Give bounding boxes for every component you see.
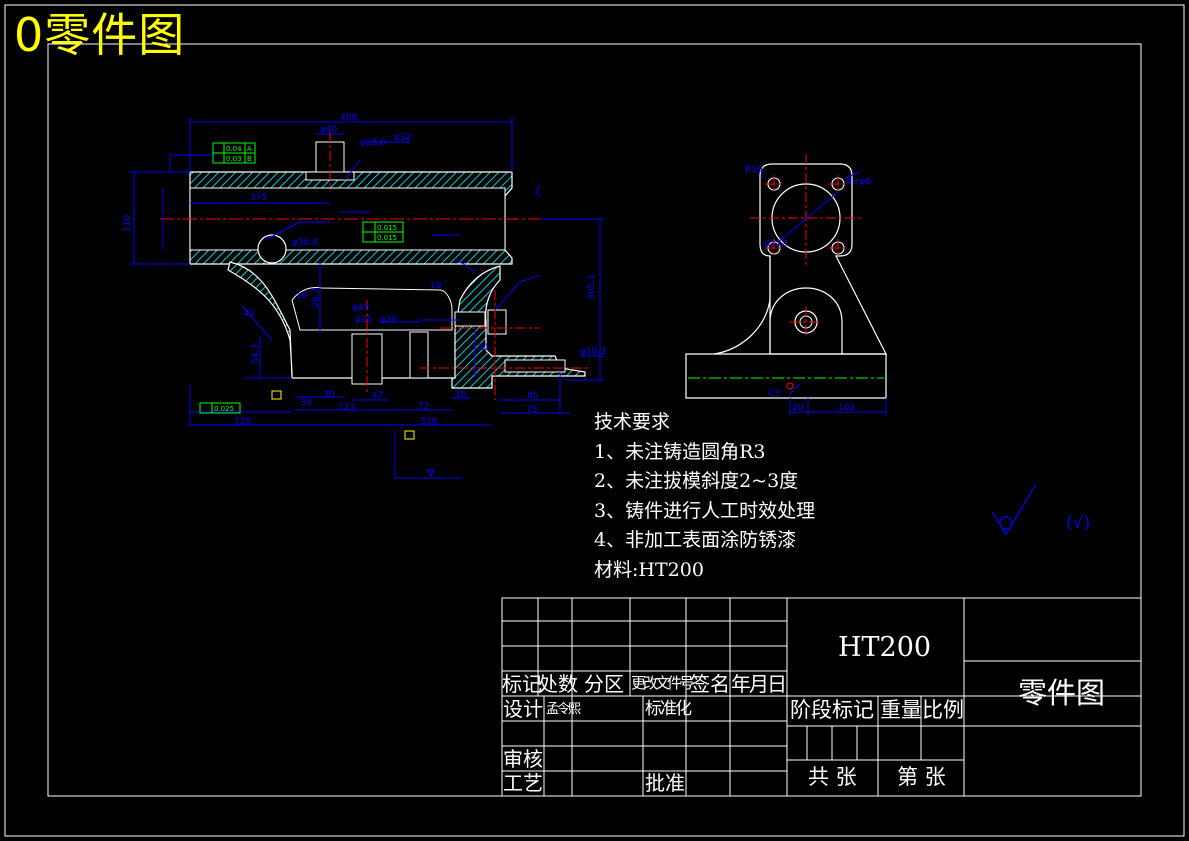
dimension-label: 408 — [340, 113, 357, 123]
dimension-label: 85 — [527, 391, 538, 401]
dimension-label: 19 — [430, 281, 442, 291]
dimension-label: 375 — [250, 193, 267, 203]
tb-header-zone: 分区 — [584, 672, 624, 696]
tb-weight-label: 重量 — [880, 698, 922, 722]
dimension-label: φ25 — [355, 315, 372, 325]
tb-header-change: 更改文件号 — [631, 674, 694, 692]
tb-header-sign: 签名 — [690, 672, 730, 696]
tb-process-label: 工艺 — [503, 771, 543, 795]
dimension-label: 150 — [234, 417, 251, 427]
dimension-label: 75 — [526, 405, 537, 415]
dimension-label: φ45 — [352, 303, 369, 313]
dimension-label: 47 — [372, 391, 383, 401]
dimension-label: φ112 — [764, 239, 787, 249]
lower-body — [227, 261, 586, 389]
dimension-labels: 408 φ40 φ32 φ25.0 375 φ36.8 18 42 φ45 φ2… — [123, 113, 871, 427]
dimension-label: 18 — [296, 291, 308, 301]
sheet-title: 0零件图 — [14, 8, 186, 62]
dimension-label: 28.3 — [311, 288, 321, 308]
tb-scale-label: 比例 — [922, 698, 964, 722]
dimension-label: φ32 — [394, 133, 411, 143]
tb-header-mark: 标记 — [502, 672, 542, 696]
tb-material: HT200 — [838, 632, 932, 663]
dimension-label: 110 — [123, 215, 133, 232]
gdt-label: A — [247, 145, 252, 153]
tb-header-date: 年月日 — [731, 672, 787, 696]
tb-sheet-no: 第 张 — [897, 765, 946, 789]
side-flange — [759, 163, 887, 355]
gdt-label: 0.015 — [377, 224, 397, 232]
dimension-label: 38 — [300, 398, 312, 408]
dimension-label: φ40 — [320, 125, 338, 135]
tb-drawing-name: 零件图 — [1018, 676, 1106, 710]
dimension-label: φ10.3 — [580, 347, 606, 357]
roughness-note: (√) — [1066, 513, 1091, 533]
tech-requirements: 技术要求 1、未注铸造圆角R3 2、未注拔模斜度2~3度 3、铸件进行人工时效处… — [594, 408, 815, 585]
dimension-label: 16 — [455, 390, 467, 400]
req-heading: 技术要求 — [594, 411, 671, 433]
dimension-label: φ25.0 — [360, 138, 386, 148]
req-item: 3、铸件进行人工时效处理 — [594, 499, 816, 522]
req-item: 4、非加工表面涂防锈漆 — [594, 529, 797, 551]
req-item: 1、未注铸造圆角R3 — [594, 440, 766, 463]
req-item: 2、未注拔模斜度2~3度 — [594, 470, 799, 492]
dimension-label: 54.3 — [251, 344, 261, 364]
dimension-label: 42 — [244, 309, 255, 319]
gdt-labels: 0.04 0.03 A B 0.015 0.015 0.025 — [214, 145, 397, 413]
outer-frame — [4, 4, 1185, 837]
dimension-label: φ20 — [380, 315, 398, 325]
tb-design-label: 设计 — [503, 697, 543, 721]
dimension-label: 338 — [420, 417, 437, 427]
dimension-label: C3 — [768, 389, 780, 399]
dimension-label: φ36.8 — [292, 238, 318, 248]
gdt-label: 0.04 — [226, 145, 242, 153]
gdt-label: 0.015 — [377, 234, 397, 242]
side-view — [685, 154, 887, 415]
dimension-label: 102 — [838, 403, 855, 413]
dimension-label: 20 — [792, 403, 804, 413]
title-block — [501, 597, 1142, 797]
tb-total-sheets: 共 张 — [808, 765, 857, 789]
dimension-label: 72 — [418, 402, 429, 412]
gdt-label: B — [247, 155, 252, 163]
gdt-label: 0.025 — [214, 405, 234, 413]
tb-approve-label: 批准 — [645, 771, 685, 795]
tb-stage-label: 阶段标记 — [790, 698, 874, 722]
tb-review-label: 审核 — [503, 747, 543, 771]
tb-header-count: 处数 — [538, 672, 578, 696]
dimension-label: R10 — [745, 165, 763, 175]
roughness-symbol — [991, 483, 1037, 536]
front-section-view — [130, 118, 604, 479]
dimension-label: 123 — [338, 403, 355, 413]
dimension-label: 305.1 — [587, 274, 597, 300]
dimension-label: 30 — [323, 390, 335, 400]
tb-standardize-label: 标准化 — [645, 699, 692, 719]
tb-designer: 孟令熙 — [546, 702, 581, 717]
gdt-label: 0.03 — [226, 155, 242, 163]
dimension-label: 4×φ6 — [846, 177, 871, 187]
req-material: 材料:HT200 — [594, 558, 704, 581]
dimension-label: 21 — [478, 343, 489, 353]
